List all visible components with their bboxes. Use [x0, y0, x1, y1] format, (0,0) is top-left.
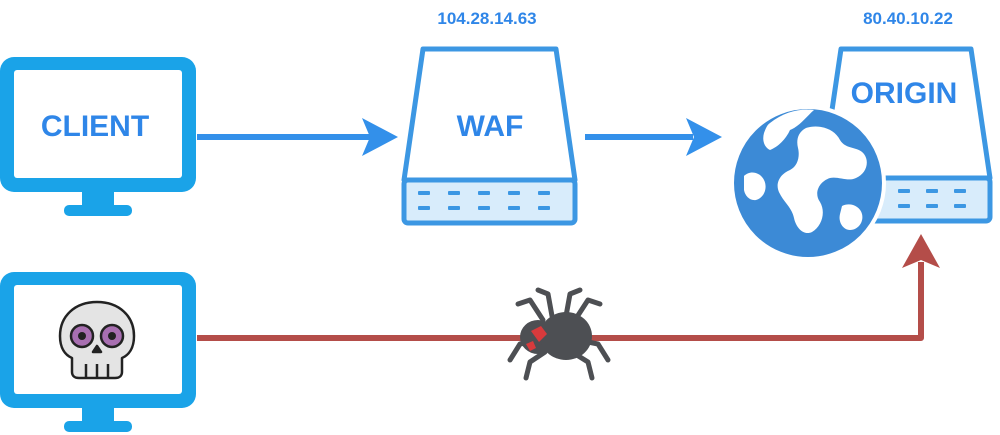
- attacker-monitor: [0, 272, 196, 432]
- waf-server-base: [401, 177, 578, 226]
- origin-ip-label: 80.40.10.22: [863, 9, 953, 28]
- origin-server-vents: [898, 189, 966, 208]
- client-monitor-base: [64, 205, 132, 216]
- arrow-waf-to-origin: [585, 118, 722, 156]
- client-monitor: CLIENT: [0, 57, 196, 216]
- attacker-monitor-base: [64, 421, 132, 432]
- waf-server: 104.28.14.63 WAF: [401, 9, 578, 226]
- waf-server-vents: [418, 191, 550, 210]
- client-label: CLIENT: [41, 110, 149, 143]
- origin-label: ORIGIN: [851, 77, 958, 110]
- waf-ip-label: 104.28.14.63: [437, 9, 536, 28]
- attacker-monitor-neck: [82, 408, 114, 422]
- arrow-client-to-waf: [197, 118, 398, 156]
- origin-server: 80.40.10.22 ORIGIN: [730, 9, 993, 261]
- attack-path: [197, 234, 940, 341]
- client-monitor-neck: [82, 192, 114, 206]
- spider-icon: [507, 287, 611, 381]
- waf-label: WAF: [457, 110, 524, 143]
- skull-icon: [58, 300, 136, 380]
- globe-icon: [730, 105, 886, 261]
- client-monitor-screen: [14, 70, 182, 178]
